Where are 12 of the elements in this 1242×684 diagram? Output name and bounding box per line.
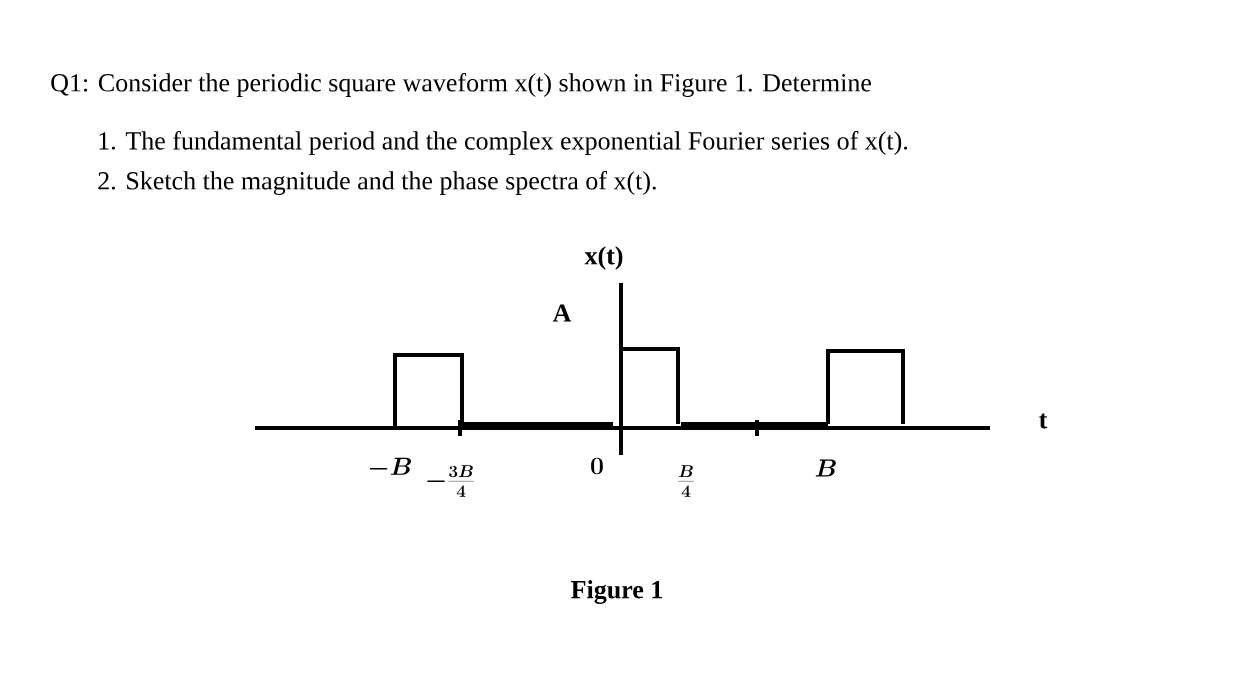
question-text: Q1: Consider the periodic square waveform x(t) shown in Figure 1. Determine	[51, 73, 871, 97]
tick-label: $0$	[591, 457, 603, 475]
axis-label: x(t)	[584, 246, 623, 270]
list-item: 1. The fundamental period and the complex exponential Fourier series of x(t).	[99, 131, 908, 155]
list-item: 2. Sketch the magnitude and the phase spectra of x(t).	[98, 171, 656, 195]
tick-label: $\frac{B}{4}$	[678, 465, 694, 497]
figure-caption: Figure 1	[571, 580, 662, 604]
tick-label: $-\frac{3B}{4}$	[427, 465, 474, 497]
amplitude-label: A	[552, 304, 572, 322]
tick-label: $B$	[815, 459, 836, 477]
axis-label: t	[1039, 413, 1048, 429]
tick-label: $-B$	[369, 457, 411, 475]
